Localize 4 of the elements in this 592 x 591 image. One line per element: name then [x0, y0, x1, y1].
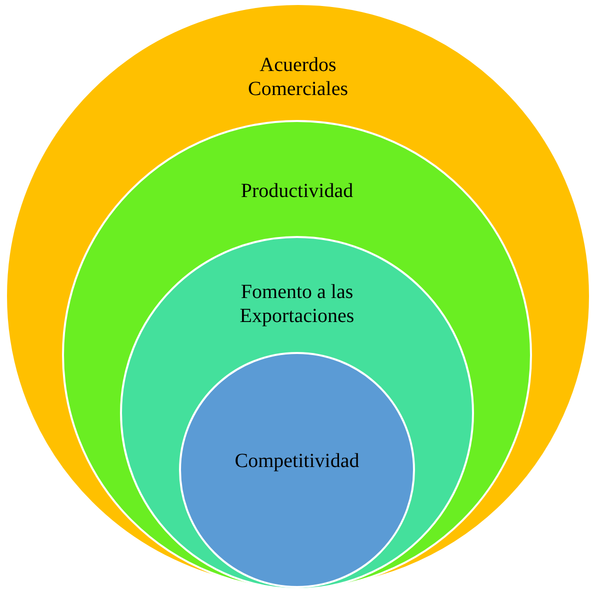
- circle-label: Acuerdos Comerciales: [247, 53, 349, 101]
- circle-label: Productividad: [240, 179, 354, 203]
- circle-label: Fomento a las Exportaciones: [238, 280, 356, 328]
- circle-label: Competitividad: [234, 449, 360, 473]
